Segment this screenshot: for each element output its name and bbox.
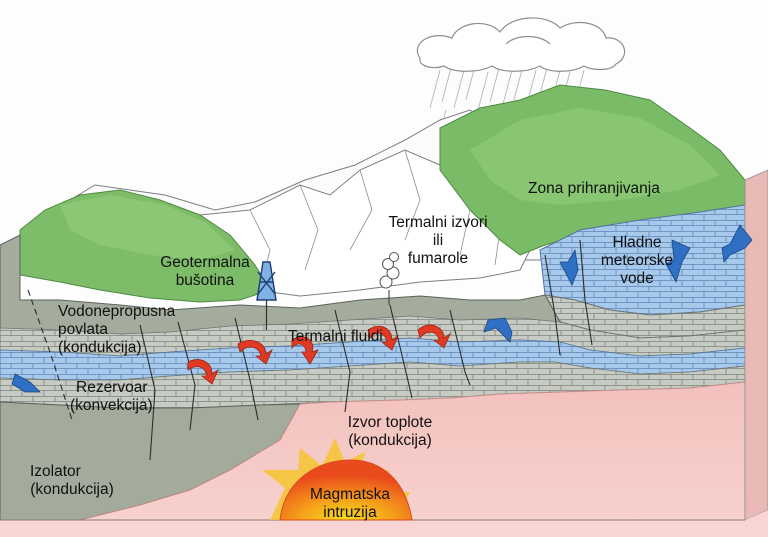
- vodonepropusna-line1: Vodonepropusna: [58, 303, 176, 320]
- label-izolator: Izolator (kondukcija): [22, 463, 122, 499]
- label-izvor-toplote: Izvor toplote (kondukcija): [325, 414, 455, 450]
- label-hladne-meteorske-vode: Hladne meteorske vode: [592, 234, 682, 288]
- block-right-side: [744, 169, 768, 521]
- label-vodonepropusna-povlata: Vodonepropusna povlata (kondukcija): [58, 303, 175, 357]
- zona-prihranjivanja-text: Zona prihranjivanja: [528, 180, 660, 197]
- izolator-line2: (kondukcija): [30, 481, 114, 498]
- hladne-line2: meteorske: [600, 252, 674, 269]
- izvor-toplote-line1: Izvor toplote: [347, 414, 433, 431]
- termalni-izvori-line2: ili: [432, 232, 444, 249]
- label-termalni-izvori: Termalni izvori ili fumarole: [374, 214, 502, 268]
- termalni-fluidi-text: Termalni fluidi: [288, 328, 383, 345]
- cold-water-arrows: [11, 224, 753, 393]
- label-geotermalna-busotina: Geotermalna bušotina: [150, 254, 260, 290]
- izolator-line1: Izolator: [30, 463, 81, 480]
- label-zona-prihranjivanja: Zona prihranjivanja: [528, 180, 660, 198]
- mountain-right-highlight: [470, 108, 720, 205]
- magma-intrusion: [262, 438, 413, 521]
- fumarole-steam: [379, 252, 400, 305]
- termalni-izvori-line3: fumarole: [407, 250, 469, 267]
- label-magmatska-intruzija: Magmatska intruzija: [295, 486, 405, 522]
- vodonepropusna-line2: povlata: [58, 321, 108, 338]
- geotermalna-line2: bušotina: [175, 272, 235, 289]
- hladne-line1: Hladne: [612, 234, 662, 251]
- magmatska-line1: Magmatska: [309, 486, 391, 503]
- rezervoar-line1: Rezervoar: [76, 379, 148, 396]
- hill-left-highlight: [60, 195, 235, 260]
- label-rezervoar: Rezervoar (konvekcija): [70, 379, 153, 415]
- izvor-toplote-line2: (kondukcija): [348, 432, 432, 449]
- label-termalni-fluidi: Termalni fluidi: [288, 328, 383, 346]
- rezervoar-line2: (konvekcija): [70, 397, 153, 414]
- block-bottom-edge: [0, 510, 768, 537]
- fault-lines: [27, 239, 593, 461]
- geothermal-well-rig: [256, 261, 277, 330]
- magmatska-line2: intruzija: [323, 504, 377, 521]
- hladne-line3: vode: [620, 270, 654, 287]
- vodonepropusna-line3: (kondukcija): [58, 339, 142, 356]
- thermal-fluid-arrows: [187, 324, 451, 385]
- heat-source-crust: [79, 381, 746, 521]
- geotermalna-line1: Geotermalna: [160, 254, 250, 271]
- termalni-izvori-line1: Termalni izvori: [388, 214, 488, 231]
- cloud: [416, 17, 626, 72]
